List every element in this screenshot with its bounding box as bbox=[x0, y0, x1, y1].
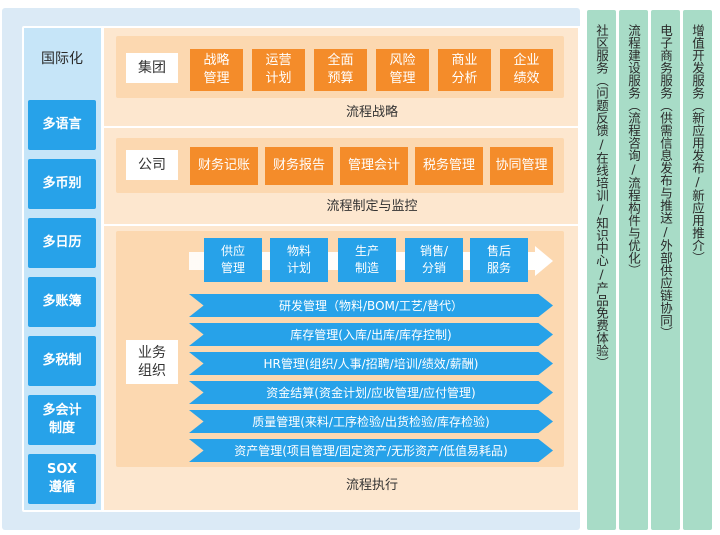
quality-mgmt-row: 质量管理(来料/工序检验/出货检验/库存检验) bbox=[189, 410, 553, 433]
multi-currency-cell: 多币别 bbox=[28, 159, 96, 209]
after-sales-box: 售后 服务 bbox=[470, 238, 528, 282]
multi-tax-cell: 多税制 bbox=[28, 336, 96, 386]
value-added-column: 增值开发服务（新应用发布/新应用推介） bbox=[683, 10, 712, 530]
fund-settlement-row: 资金结算(资金计划/应收管理/应付管理) bbox=[189, 381, 553, 404]
hr-mgmt-row: HR管理(组织/人事/招聘/培训/绩效/薪酬) bbox=[189, 352, 553, 375]
business-label: 业务 组织 bbox=[126, 340, 178, 384]
business-caption: 流程执行 bbox=[345, 478, 398, 493]
budget-box: 全面 预算 bbox=[314, 49, 367, 91]
multi-calendar-cell: 多日历 bbox=[28, 218, 96, 268]
operations-plan-box: 运营 计划 bbox=[252, 49, 305, 91]
rnd-mgmt-row: 研发管理（物料/BOM/工艺/替代） bbox=[189, 294, 553, 317]
multi-language-cell: 多语言 bbox=[28, 100, 96, 150]
process-construction-column: 流程建设服务（流程咨询/流程构件与优化） bbox=[619, 10, 648, 530]
company-caption: 流程制定与监控 bbox=[326, 199, 418, 214]
group-label: 集团 bbox=[126, 53, 178, 83]
asset-mgmt-row: 资产管理(项目管理/固定资产/无形资产/低值易耗品) bbox=[189, 439, 553, 462]
sox-compliance-cell: SOX 遵循 bbox=[28, 454, 96, 504]
tax-mgmt-box: 税务管理 bbox=[415, 147, 483, 185]
company-label: 公司 bbox=[126, 150, 178, 180]
business-analysis-box: 商业 分析 bbox=[438, 49, 491, 91]
multi-accounting-cell: 多会计 制度 bbox=[28, 395, 96, 445]
process-construction-label: 流程建设服务（流程咨询/流程构件与优化） bbox=[626, 24, 641, 277]
strategy-mgmt-box: 战略 管理 bbox=[190, 49, 243, 91]
value-added-label: 增值开发服务（新应用发布/新应用推介） bbox=[690, 24, 705, 264]
group-caption: 流程战略 bbox=[345, 105, 398, 120]
inventory-mgmt-row: 库存管理(入库/出库/库存控制) bbox=[189, 323, 553, 346]
supply-mgmt-box: 供应 管理 bbox=[204, 238, 262, 282]
material-plan-box: 物料 计划 bbox=[270, 238, 328, 282]
enterprise-performance-box: 企业 绩效 bbox=[500, 49, 553, 91]
management-accounting-box: 管理会计 bbox=[340, 147, 408, 185]
community-service-column: 社区服务（问题反馈/在线培训/知识中心/产品免费体验） bbox=[587, 10, 616, 530]
ecommerce-service-column: 电子商务服务（供需信息发布与推送/外部供应链协同） bbox=[651, 10, 680, 530]
collaboration-mgmt-box: 协同管理 bbox=[490, 147, 553, 185]
bookkeeping-box: 财务记账 bbox=[190, 147, 258, 185]
internationalization-title: 国际化 bbox=[41, 51, 83, 67]
community-service-label: 社区服务（问题反馈/在线培训/知识中心/产品免费体验） bbox=[594, 24, 609, 369]
production-box: 生产 制造 bbox=[338, 238, 396, 282]
multi-ledger-cell: 多账簿 bbox=[28, 277, 96, 327]
financial-report-box: 财务报告 bbox=[265, 147, 333, 185]
risk-mgmt-box: 风险 管理 bbox=[376, 49, 429, 91]
sales-distribution-box: 销售/ 分销 bbox=[405, 238, 463, 282]
ecommerce-service-label: 电子商务服务（供需信息发布与推送/外部供应链协同） bbox=[658, 24, 673, 339]
